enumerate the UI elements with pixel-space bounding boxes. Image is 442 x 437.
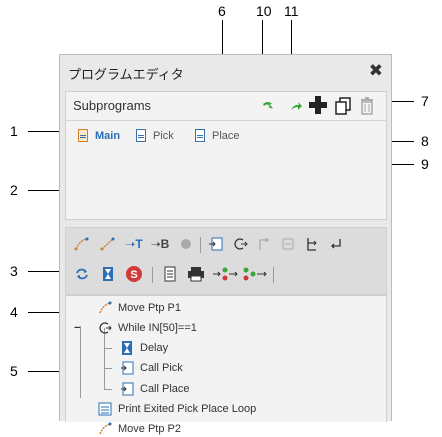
add-icon[interactable] (308, 94, 328, 116)
callout-3: 3 (10, 263, 18, 279)
subprogram-place[interactable]: Place (195, 129, 240, 142)
callout-6: 6 (218, 3, 226, 19)
program-tree: Move Ptp P1 − While IN[50]==1 Delay Call… (65, 295, 387, 435)
tree-node[interactable]: − While IN[50]==1 (74, 320, 197, 336)
close-icon[interactable]: ✖ (368, 61, 383, 80)
wait-icon[interactable] (98, 264, 118, 284)
callout-line-7 (370, 101, 414, 102)
move-ptp-icon (98, 422, 112, 436)
subprogram-pick[interactable]: Pick (136, 129, 174, 142)
toolbar-separator (273, 267, 274, 283)
record-icon[interactable] (176, 234, 196, 254)
tree-node[interactable]: Move Ptp P1 (98, 300, 181, 316)
print-icon (98, 402, 112, 416)
call-subprogram-icon (120, 361, 134, 375)
subprogram-label: Place (212, 129, 240, 142)
callout-7: 7 (421, 93, 429, 109)
tree-guide-line (104, 328, 105, 390)
tree-guide-line (80, 326, 81, 398)
svg-text:S: S (130, 269, 137, 281)
program-editor-window: プログラムエディタ ✖ Subprograms (59, 54, 392, 435)
tree-node-label: Print Exited Pick Place Loop (118, 403, 257, 415)
tree-node-label: While IN[50]==1 (118, 322, 197, 334)
stop-icon[interactable]: S (124, 264, 144, 284)
subprogram-icon (136, 129, 146, 142)
wait-icon (120, 341, 134, 355)
digital-output-icon[interactable] (242, 264, 268, 284)
loop-icon[interactable] (72, 264, 92, 284)
callout-line-1 (28, 131, 70, 132)
tree-node-label: Move Ptp P2 (118, 423, 181, 435)
move-line-icon[interactable] (98, 234, 118, 254)
subprogram-icon (195, 129, 205, 142)
main-program-icon (78, 129, 88, 142)
tree-guide-line (104, 368, 112, 369)
else-icon[interactable] (278, 234, 298, 254)
callout-line-11 (291, 20, 292, 86)
callout-line-4 (28, 312, 68, 313)
instruction-toolbar: ➝T ➝B S (65, 227, 387, 295)
while-loop-icon[interactable] (230, 234, 250, 254)
window-title: プログラムエディタ (68, 67, 184, 82)
toolbar-separator (152, 267, 153, 283)
callout-4: 4 (10, 304, 18, 320)
import-icon[interactable] (260, 98, 276, 114)
subprogram-label: Pick (153, 129, 174, 142)
return-icon[interactable] (326, 234, 346, 254)
tree-guide-line (104, 389, 112, 390)
branch-icon[interactable] (302, 234, 322, 254)
callout-line-2 (28, 190, 68, 191)
tree-node-label: Delay (140, 342, 169, 354)
callout-11: 11 (284, 3, 299, 19)
subprograms-panel: Subprograms Main (65, 91, 387, 220)
callout-line-3 (28, 271, 68, 272)
duplicate-icon[interactable] (334, 96, 352, 116)
callout-9: 9 (421, 156, 429, 172)
callout-10: 10 (256, 3, 272, 19)
tree-guide-line (104, 348, 112, 349)
subprograms-label: Subprograms (73, 98, 152, 113)
move-ptp-icon (98, 301, 112, 315)
tree-node[interactable]: Call Pick (120, 360, 183, 376)
subprogram-label: Main (95, 129, 121, 142)
subprograms-header: Subprograms (66, 92, 386, 121)
delete-icon[interactable] (359, 96, 375, 116)
tree-node-label: Move Ptp P1 (118, 302, 181, 314)
tree-node[interactable]: Move Ptp P2 (98, 421, 181, 437)
set-output-icon[interactable] (212, 264, 238, 284)
print-icon[interactable] (160, 264, 180, 284)
call-subprogram-icon (120, 382, 134, 396)
tree-node[interactable]: Call Place (120, 381, 190, 397)
if-icon[interactable] (254, 234, 274, 254)
callout-5: 5 (10, 363, 18, 379)
tree-node[interactable]: Delay (120, 340, 168, 356)
move-ptp-icon[interactable] (72, 234, 92, 254)
toolbar-separator (200, 237, 201, 253)
tree-node-label: Call Place (140, 383, 190, 395)
goto-target-icon[interactable]: ➝T (125, 237, 143, 251)
callout-1: 1 (10, 123, 18, 139)
tree-node[interactable]: Print Exited Pick Place Loop (98, 401, 256, 417)
goto-b-icon[interactable]: ➝B (150, 237, 170, 251)
export-icon[interactable] (288, 98, 304, 114)
print-device-icon[interactable] (186, 264, 206, 284)
callout-2: 2 (10, 182, 18, 198)
callout-8: 8 (421, 133, 429, 149)
while-loop-icon (98, 321, 112, 335)
collapse-toggle[interactable]: − (74, 322, 81, 334)
subprogram-main[interactable]: Main (78, 129, 120, 142)
tree-node-label: Call Pick (140, 362, 183, 374)
call-subprogram-icon[interactable] (206, 234, 226, 254)
